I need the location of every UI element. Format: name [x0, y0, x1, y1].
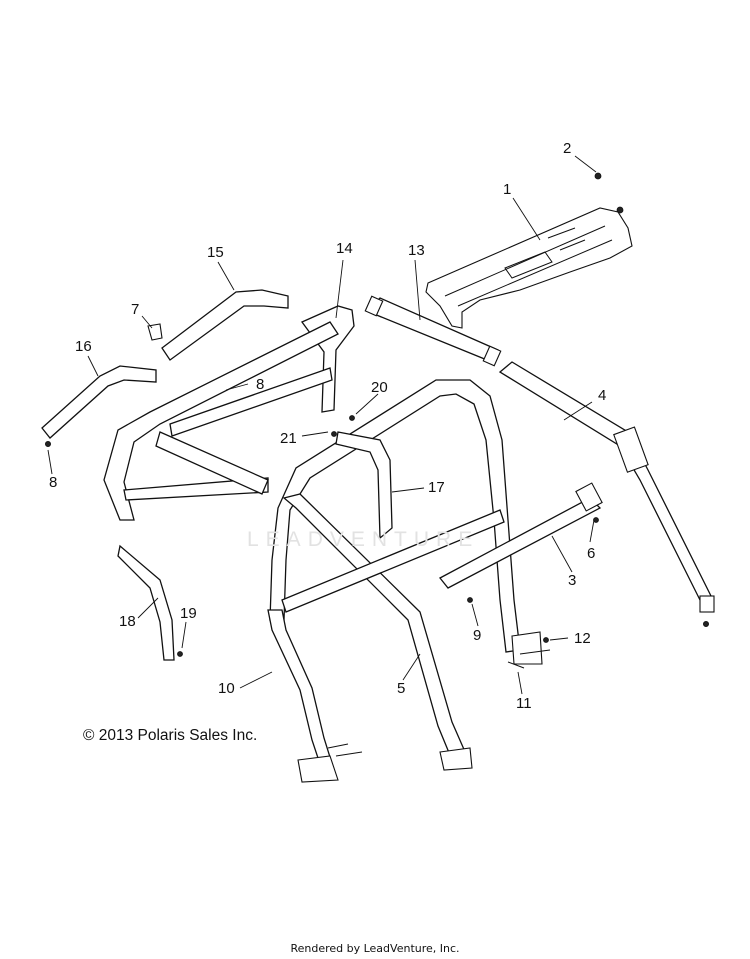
part-2-fastener — [594, 172, 602, 180]
callout-15: 15 — [207, 244, 224, 261]
callout-10: 10 — [218, 680, 235, 697]
copyright-text: © 2013 Polaris Sales Inc. — [83, 727, 258, 744]
callout-11: 11 — [516, 695, 532, 712]
part-18-bracket — [117, 544, 175, 661]
callout-6: 6 — [587, 545, 596, 562]
callout-14: 14 — [336, 240, 353, 257]
part-14-rear-hoop — [103, 305, 355, 521]
callout-3: 3 — [568, 572, 577, 589]
part-15-tube — [161, 289, 289, 361]
callout-21: 21 — [280, 430, 297, 447]
part-16-tube — [41, 365, 157, 439]
watermark: LEADVENTURE — [247, 528, 480, 551]
part-4-side-tube — [498, 361, 715, 628]
callout-20: 20 — [371, 379, 388, 396]
part-13-tube — [364, 295, 502, 367]
part-1-roof-panel — [425, 206, 633, 329]
callout-17: 17 — [428, 479, 445, 496]
callout-7: 7 — [131, 301, 140, 318]
callout-8-upper: 8 — [256, 376, 265, 393]
mounting-feet — [177, 415, 599, 783]
callout-2: 2 — [563, 140, 572, 157]
callout-5: 5 — [397, 680, 406, 697]
callout-12: 12 — [574, 630, 591, 647]
part-17-bracket — [335, 431, 393, 540]
footer-text: Rendered by LeadVenture, Inc. — [290, 942, 460, 955]
part-3-cross-tube — [281, 482, 603, 613]
callout-19: 19 — [180, 605, 197, 622]
callout-1: 1 — [503, 181, 512, 198]
callout-4: 4 — [598, 387, 607, 404]
callout-18: 18 — [119, 613, 136, 630]
leader-lines — [47, 155, 597, 695]
part-8-fastener-left — [45, 440, 52, 447]
callout-9: 9 — [473, 627, 482, 644]
part-10-front-hoop — [269, 379, 521, 653]
callout-16: 16 — [75, 338, 92, 355]
callout-13: 13 — [408, 242, 425, 259]
callout-8-lower: 8 — [49, 474, 58, 491]
